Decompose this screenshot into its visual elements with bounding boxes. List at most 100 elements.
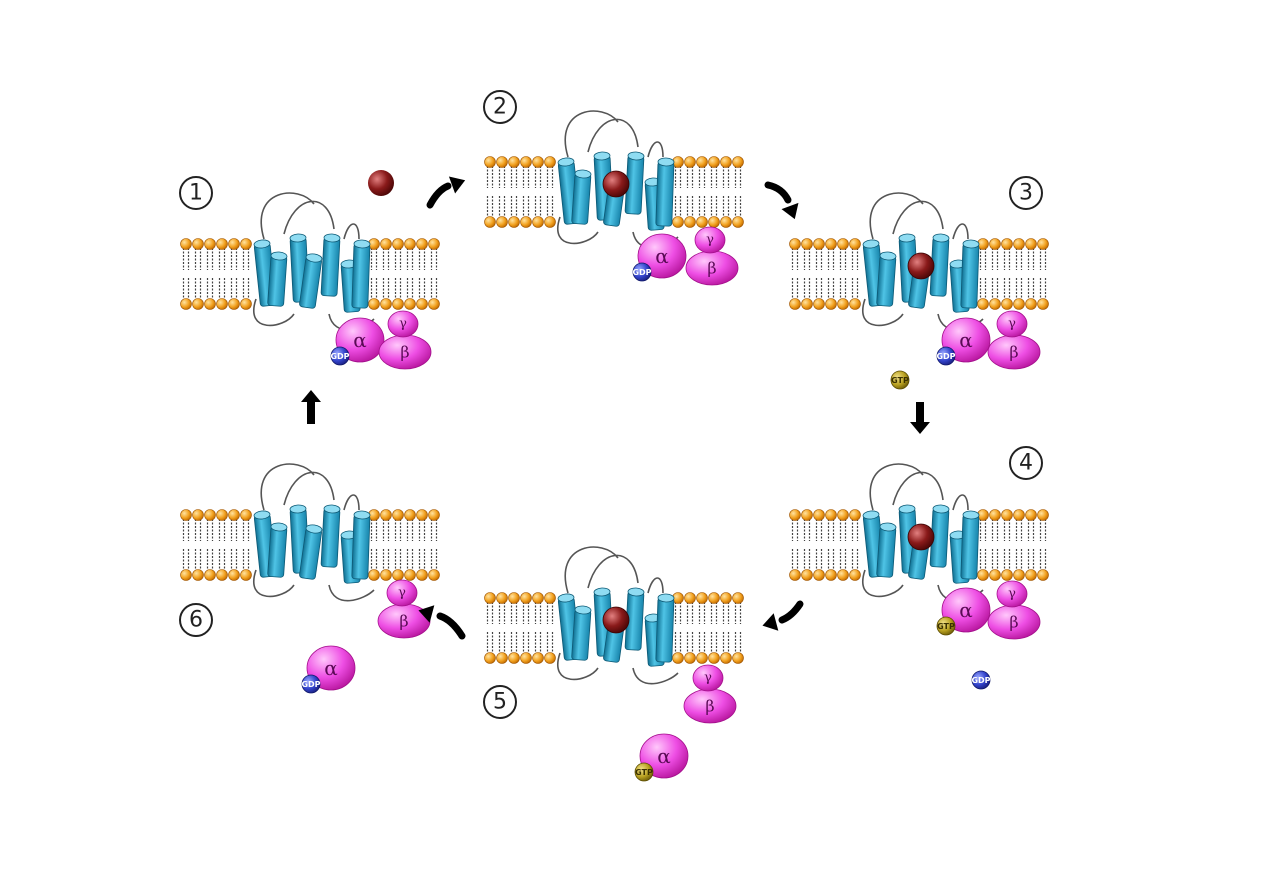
helix-body [351, 243, 371, 309]
helix-cap [932, 504, 950, 514]
gtp-label: GTP [635, 768, 653, 777]
lipid-head [837, 509, 849, 521]
lipid-head [825, 298, 837, 310]
extracellular-loop [869, 192, 969, 240]
lipid-head [544, 592, 556, 604]
lipid-head [732, 216, 744, 228]
lipid-head [228, 238, 240, 250]
lipid-head [216, 238, 228, 250]
step-circle [1009, 176, 1043, 210]
lipid-head [520, 592, 532, 604]
helix-cap [305, 253, 323, 263]
beta-label: β [707, 259, 716, 278]
lipid-head [825, 509, 837, 521]
lipid-head [801, 569, 813, 581]
helix-cap [323, 233, 341, 243]
lipid-head [684, 652, 696, 664]
lipid-head [1001, 509, 1013, 521]
lipid-head [380, 298, 392, 310]
arrow-head [762, 613, 779, 631]
gamma-subunit [386, 579, 418, 607]
lipid-head [732, 156, 744, 168]
lipid-head [216, 509, 228, 521]
arrow-4-to-5 [762, 600, 804, 631]
lipid-head [977, 298, 989, 310]
lipid-head [1025, 509, 1037, 521]
lipid-head [240, 238, 252, 250]
helix-cap [305, 524, 323, 534]
lipid-head [532, 216, 544, 228]
arrow-shaft [307, 400, 315, 424]
gamma-subunit [694, 226, 726, 254]
helix-body [320, 508, 341, 568]
arrow-2-to-3 [764, 181, 799, 220]
gamma-label: γ [706, 233, 714, 248]
gamma-label: γ [1008, 317, 1016, 332]
lipid-head [496, 156, 508, 168]
gamma-subunit [996, 580, 1028, 608]
lipid-head [849, 509, 861, 521]
helix-body [876, 255, 897, 307]
lipid-head [204, 569, 216, 581]
lipid-head [801, 298, 813, 310]
lipid-head [989, 509, 1001, 521]
lipid-head [428, 238, 440, 250]
lipid-head [989, 569, 1001, 581]
helix-segment [624, 151, 645, 215]
lipid-head [404, 509, 416, 521]
helix-body [267, 255, 288, 307]
gamma-label: γ [399, 317, 407, 332]
lipid-head [416, 238, 428, 250]
lipid-head [1001, 238, 1013, 250]
lipid-head [989, 298, 1001, 310]
lipid-head [192, 569, 204, 581]
helix-body [267, 526, 288, 578]
step-number: 6 [189, 608, 203, 633]
lipid-head [520, 216, 532, 228]
lipid-head [416, 298, 428, 310]
step-marker-2: 2 [483, 90, 517, 124]
alpha-label: α [959, 598, 973, 622]
beta-label: β [1009, 343, 1018, 362]
lipid-head [404, 298, 416, 310]
gdp-molecule [632, 262, 652, 282]
gtp-molecule [634, 762, 654, 782]
lipid-head [837, 298, 849, 310]
lipid-head [496, 216, 508, 228]
lipid-head [484, 156, 496, 168]
alpha-subunit [306, 645, 356, 691]
lipid-head [789, 509, 801, 521]
lipid-head [508, 652, 520, 664]
lipid-head [1013, 569, 1025, 581]
helix-cap [353, 510, 371, 520]
gtp-molecule [936, 616, 956, 636]
lipid-head [192, 298, 204, 310]
helix-cap [270, 251, 288, 261]
lipid-head [1037, 509, 1049, 521]
step-number: 4 [1019, 451, 1033, 476]
helix-cap [289, 504, 307, 514]
lipid-head [428, 509, 440, 521]
step-marker-1: 1 [179, 176, 213, 210]
lipid-head [708, 156, 720, 168]
lipid-head [532, 592, 544, 604]
lipid-head [216, 298, 228, 310]
lipid-head [520, 156, 532, 168]
lipid-head [684, 592, 696, 604]
lipid-head [368, 298, 380, 310]
lipid-head [228, 509, 240, 521]
lipid-head [216, 569, 228, 581]
lipid-head [520, 652, 532, 664]
gamma-label: γ [704, 671, 712, 686]
lipid-head [544, 156, 556, 168]
lipid-head [484, 216, 496, 228]
lipid-head [720, 652, 732, 664]
helix-cap [862, 510, 880, 520]
lipid-head [484, 652, 496, 664]
helix-cap [879, 522, 897, 532]
helix-cap [557, 157, 575, 167]
